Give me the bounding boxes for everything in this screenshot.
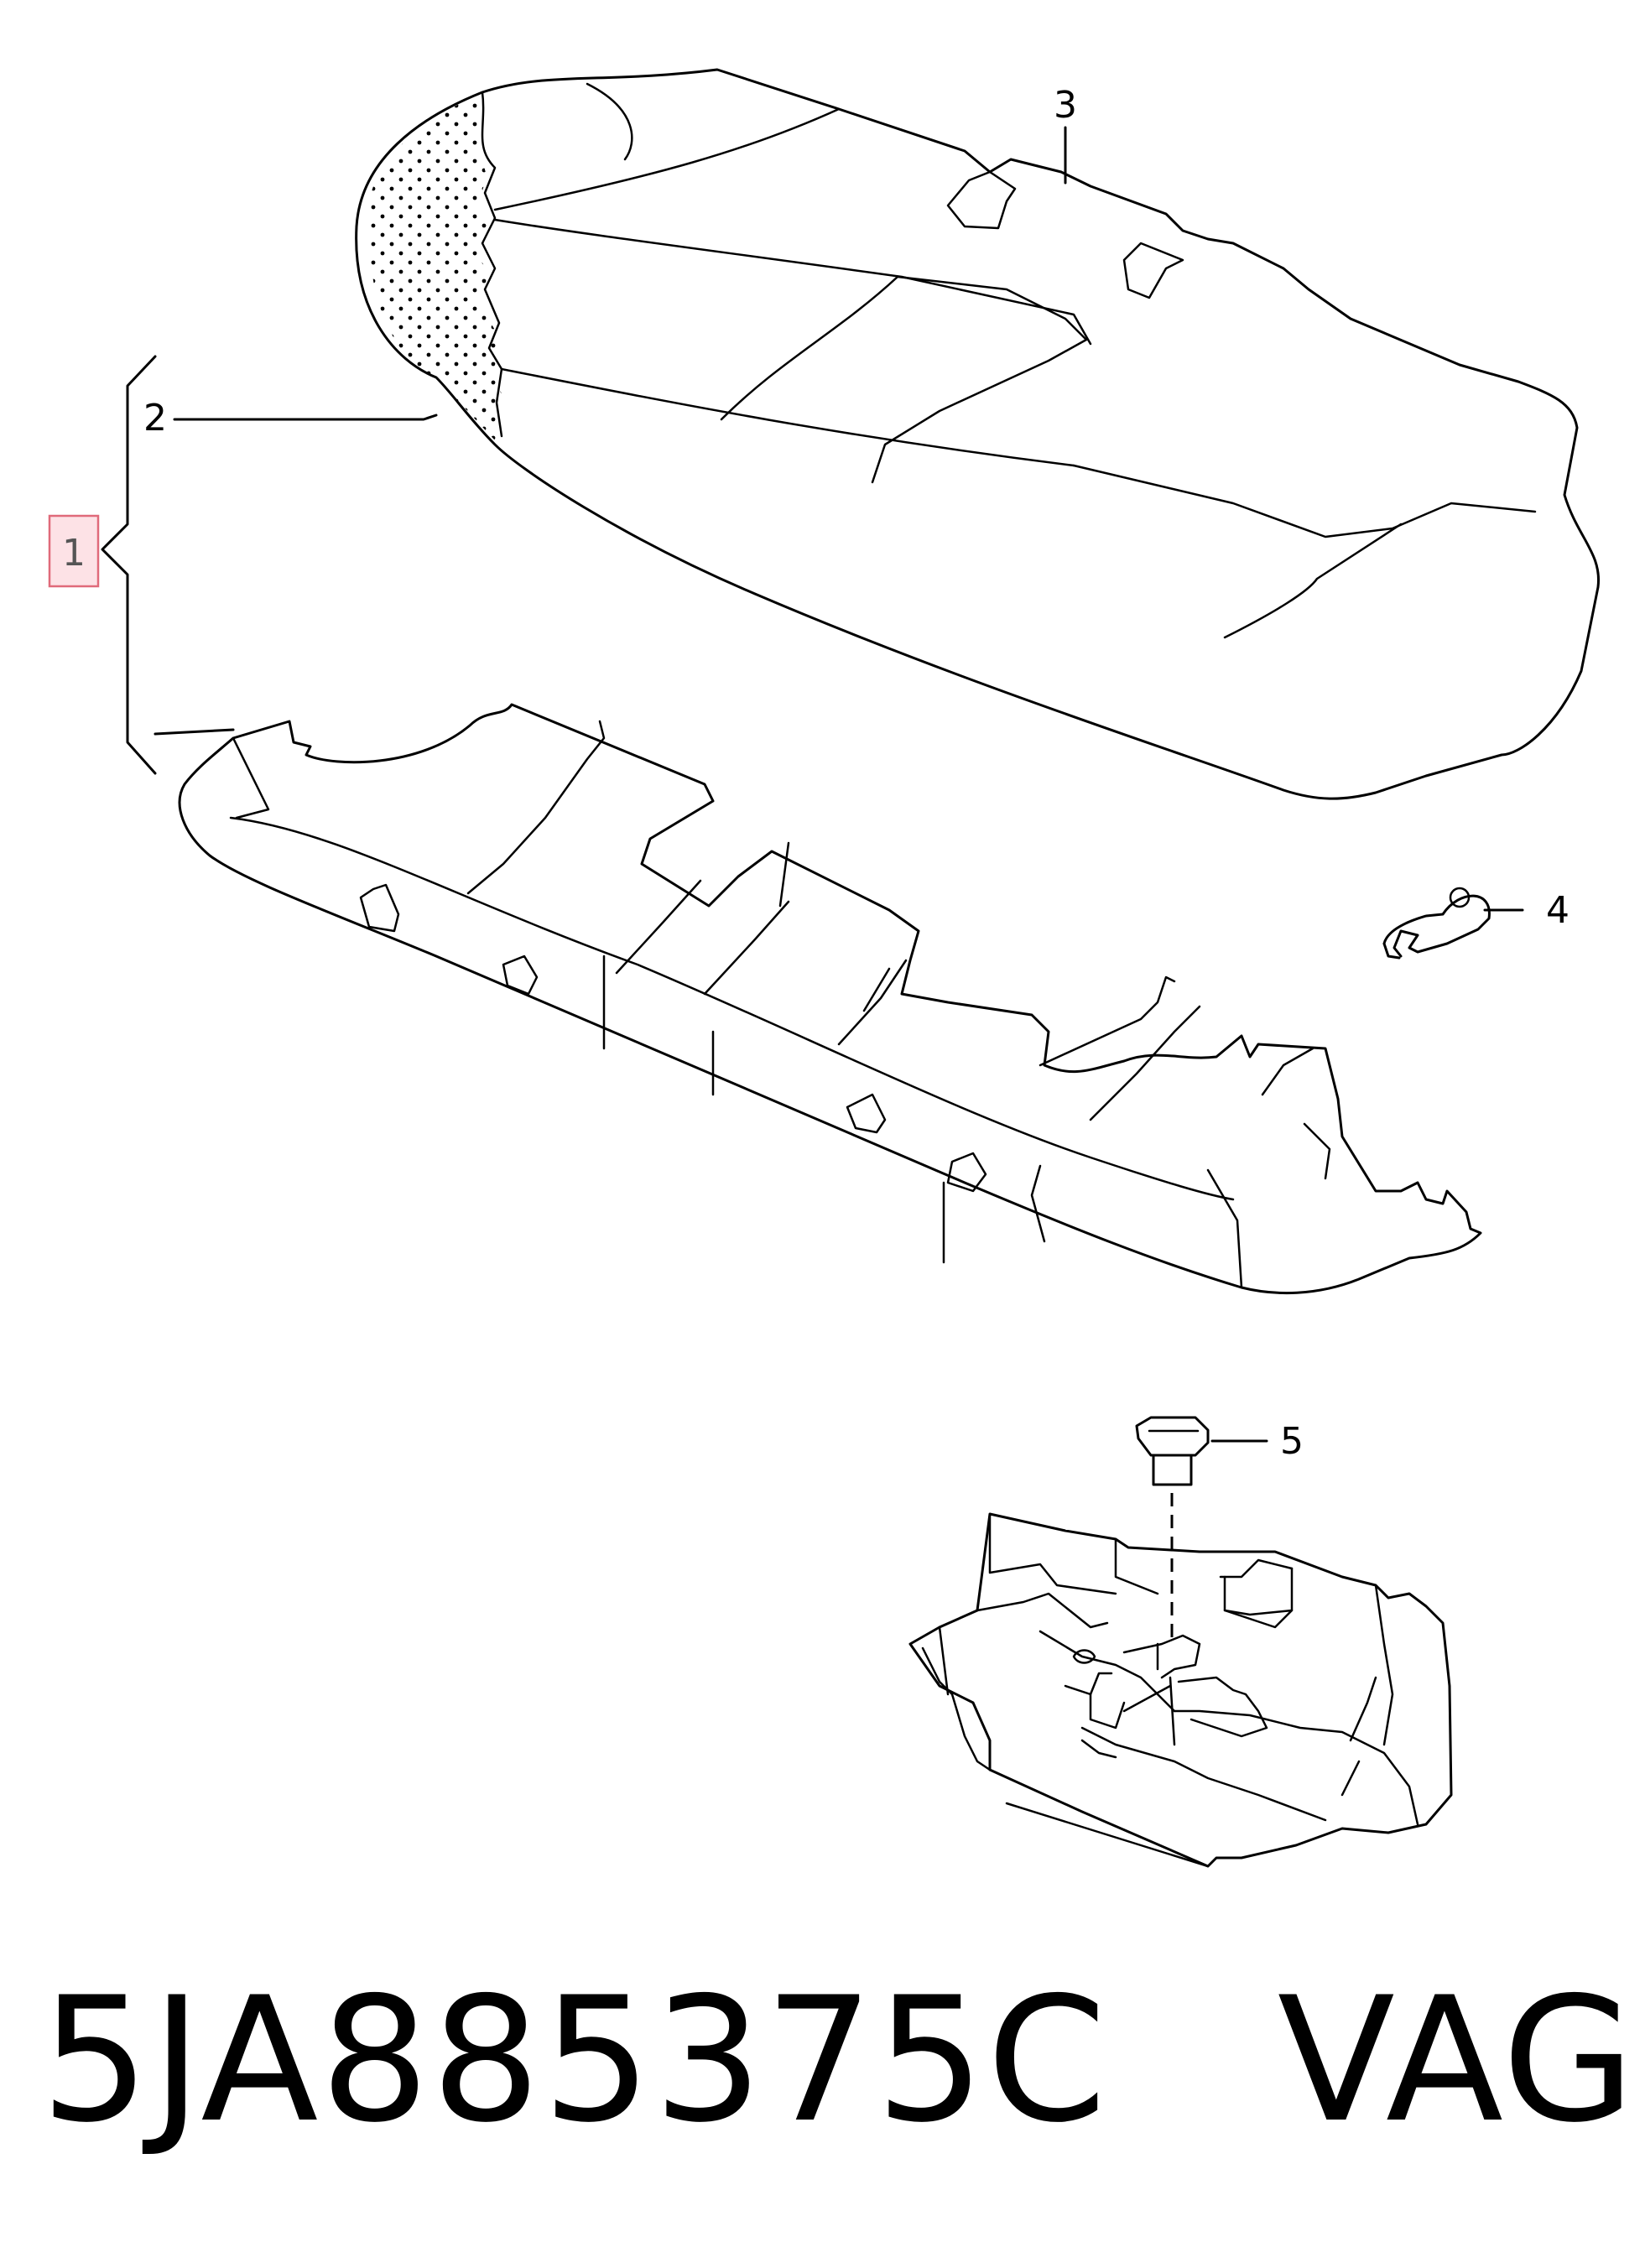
- callout-1-box[interactable]: 1: [48, 514, 100, 588]
- callout-4-label[interactable]: 4: [1546, 889, 1570, 932]
- seat-frame: [178, 703, 1482, 1295]
- wire-clip-part: [1382, 887, 1524, 960]
- part-number: 5JA885375C: [40, 1961, 1109, 2161]
- plug-part: [1135, 1416, 1268, 1644]
- callout-2-label[interactable]: 2: [143, 397, 167, 440]
- callout-1-label: 1: [62, 532, 86, 575]
- part-number-caption: 5JA885375C VAG: [40, 1975, 1637, 2147]
- item-1-bracket: [101, 355, 157, 775]
- leader-1-lower: [154, 728, 235, 736]
- callout-3-label[interactable]: 3: [1054, 84, 1077, 127]
- leader-2: [173, 414, 438, 421]
- brand-name: VAG: [1277, 1961, 1637, 2161]
- callout-5-label[interactable]: 5: [1280, 1420, 1304, 1463]
- seat-cushion-cover: [355, 68, 1601, 800]
- vehicle-body-section: [908, 1512, 1453, 1868]
